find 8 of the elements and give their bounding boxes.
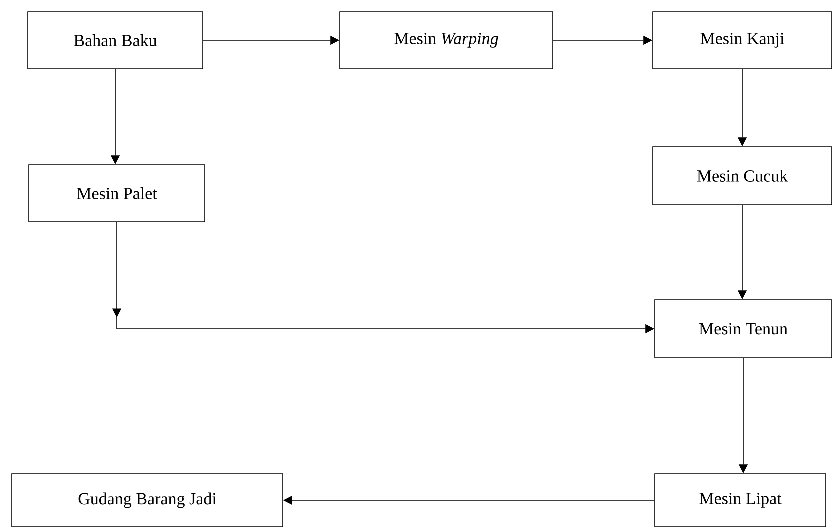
process-box: Mesin Palet: [28, 164, 206, 222]
process-box: Gudang Barang Jadi: [12, 474, 284, 528]
process-box: Mesin Warping: [340, 12, 554, 70]
process-box: Mesin Tenun: [654, 300, 832, 358]
process-box: Bahan Baku: [28, 12, 204, 70]
process-box: Mesin Lipat: [654, 474, 826, 528]
process-box: Mesin Kanji: [652, 12, 832, 70]
process-box: Mesin Cucuk: [652, 146, 832, 206]
